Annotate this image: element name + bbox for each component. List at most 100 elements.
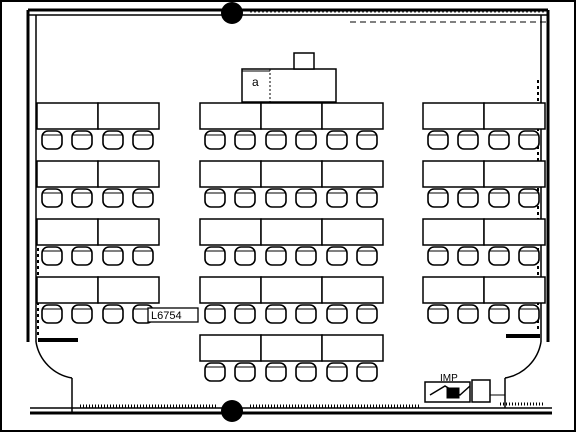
desk [321,334,384,362]
chair-icon [356,304,378,324]
chair-icon [71,304,93,324]
chair-icon [518,246,540,266]
chair-icon [41,188,63,208]
chair-icon [102,246,124,266]
chair-icon [295,362,317,382]
chair-icon [265,362,287,382]
chair-icon [265,130,287,150]
equipment-label: IMP [440,373,458,384]
chair-icon [234,362,256,382]
chair-icon [427,130,449,150]
chair-icon [427,246,449,266]
chair-icon [234,130,256,150]
chair-icon [71,130,93,150]
desk [260,276,323,304]
chair-icon [234,246,256,266]
equipment-station: IMP [424,373,505,403]
desk [199,276,262,304]
chair-icon [295,304,317,324]
desk [97,160,160,188]
desk [483,218,546,246]
desk-right [422,102,485,150]
desk [422,276,485,304]
desk-center [321,160,384,208]
chair-icon [132,246,154,266]
desk [422,102,485,130]
chair-icon [204,304,226,324]
door-swings [35,341,542,413]
desk [483,276,546,304]
desk-right [422,276,485,324]
chair-icon [518,188,540,208]
desk-center [199,218,262,266]
seating-area [36,102,546,382]
desk-right [483,102,546,150]
desk [97,218,160,246]
chair-icon [488,188,510,208]
chair-icon [204,130,226,150]
chair-icon [326,246,348,266]
desk [260,160,323,188]
instructor-station: a [241,52,337,103]
desk-center [260,160,323,208]
chair-icon [204,246,226,266]
desk-center [199,160,262,208]
desk-right [483,160,546,208]
chair-icon [427,188,449,208]
lectern-letter: a [252,75,259,89]
chair-icon [132,130,154,150]
desk-right [422,218,485,266]
chair-icon [41,304,63,324]
desk-center [321,102,384,150]
structural-columns [221,2,243,422]
chair-icon [234,304,256,324]
chair-icon [488,130,510,150]
chair-icon [326,188,348,208]
desk-left [36,160,99,208]
desk [422,160,485,188]
chair-icon [326,130,348,150]
desk [260,102,323,130]
chair-icon [41,130,63,150]
chair-icon [102,304,124,324]
desk [321,102,384,130]
desk [422,218,485,246]
chair-icon [488,246,510,266]
desk [199,160,262,188]
desk-center [321,218,384,266]
chair-icon [488,304,510,324]
chair-icon [457,130,479,150]
chair-icon [518,130,540,150]
chair-icon [326,304,348,324]
chair-icon [71,188,93,208]
desk [97,276,160,304]
desk [321,160,384,188]
desk-center [321,334,384,382]
desk-center [321,276,384,324]
desk [483,102,546,130]
desk [483,160,546,188]
chair-icon [265,246,287,266]
desk-left [97,218,160,266]
desk [199,218,262,246]
desk-center [260,334,323,382]
desk-right [422,160,485,208]
chair-icon [326,362,348,382]
desk-left [97,160,160,208]
desk [97,102,160,130]
desk-center [199,102,262,150]
chair-icon [41,246,63,266]
column-bottom [221,400,243,422]
desk-left [36,218,99,266]
desk [36,218,99,246]
desk-left [97,102,160,150]
chair-icon [265,304,287,324]
chair-icon [356,188,378,208]
desk-right [483,276,546,324]
desk-left [36,102,99,150]
room-label: L6754 [151,310,182,322]
chair-icon [427,304,449,324]
desk [36,160,99,188]
